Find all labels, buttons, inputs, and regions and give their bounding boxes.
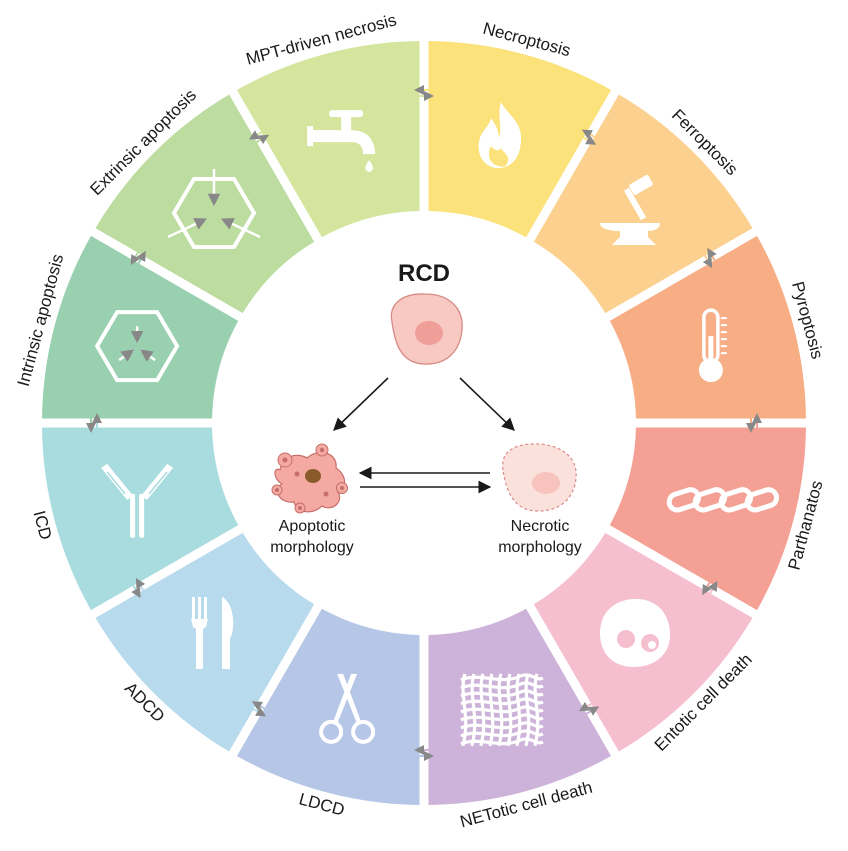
segment-ldcd: [236, 608, 420, 805]
connector-entotic-netotic: [578, 700, 600, 717]
icons-layer: [94, 102, 780, 747]
hammer-anvil-icon: [600, 175, 661, 245]
chain-icon: [666, 487, 780, 513]
connector-ldcd-adcd: [249, 700, 269, 717]
connector-parthanatos-entotic: [701, 578, 718, 598]
apoptotic-cell-icon: [271, 443, 348, 514]
fire-icon: [478, 102, 522, 169]
apoptotic-label-line2: morphology: [270, 539, 354, 556]
fork-knife-icon: [190, 597, 234, 670]
connector-ferroptosis-pyroptosis: [701, 247, 718, 269]
connector-pyroptosis-parthanatos: [746, 413, 762, 433]
connector-mpt-necroptosis: [414, 85, 434, 101]
necrotic-label-line1: Necrotic: [511, 518, 570, 535]
thermometer-icon: [698, 308, 727, 383]
connector-intrinsic-extrinsic: [130, 248, 147, 268]
connector-netotic-ldcd: [414, 745, 434, 761]
faucet-icon: [307, 110, 376, 173]
segment-extrinsic: [95, 94, 315, 314]
apoptotic-label-line1: Apoptotic: [279, 518, 346, 535]
center-group: RCD Apoptotic morphology: [270, 260, 582, 556]
segment-intrinsic: [42, 235, 239, 419]
connector-adcd-icd: [130, 577, 147, 599]
net-icon: [460, 673, 544, 747]
arrow-to-necrotic: [459, 377, 515, 431]
necrotic-cell-icon: [502, 443, 577, 512]
connector-necroptosis-ferroptosis: [579, 129, 599, 146]
hexagon-outward-icon: [167, 168, 261, 249]
labels-layer: NecroptosisFerroptosisPyroptosisParthana…: [14, 10, 827, 831]
necrotic-label-line2: morphology: [498, 539, 582, 556]
cell-in-cell-icon: [600, 599, 671, 668]
segment-pyroptosis: [609, 235, 806, 419]
segment-adcd: [95, 532, 315, 752]
scissors-icon: [319, 673, 376, 744]
healthy-cell-icon: [390, 293, 463, 365]
antibody-icon: [101, 463, 174, 538]
arrow-to-apoptotic: [333, 377, 389, 431]
label-icd: ICD: [30, 509, 56, 542]
segment-parthanatos: [609, 427, 806, 611]
hexagon-inward-icon: [94, 310, 180, 383]
center-title: RCD: [398, 260, 450, 287]
connector-icd-intrinsic: [86, 413, 102, 433]
segments-layer: [42, 41, 806, 805]
connectors-layer: [86, 85, 762, 761]
segment-ferroptosis: [533, 94, 753, 314]
connector-extrinsic-mpt: [248, 129, 270, 146]
